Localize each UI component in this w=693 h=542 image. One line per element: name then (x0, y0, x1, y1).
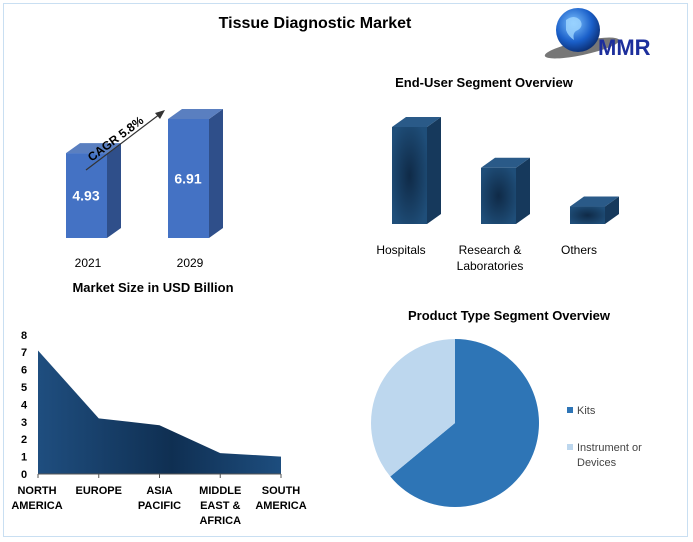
y-tick-label: 6 (21, 365, 27, 377)
mmr-logo: MMR (544, 8, 651, 60)
year-label: 2021 (75, 256, 102, 270)
legend-label: Kits (577, 405, 596, 417)
legend-label: Devices (577, 457, 617, 469)
end-user-bar (570, 206, 605, 224)
market-bar-side (209, 109, 223, 238)
region-area (38, 350, 281, 474)
bar-value-label: 4.93 (72, 188, 99, 204)
end-user-label: Research & (459, 243, 522, 257)
market-bar-top (168, 109, 223, 119)
y-tick-label: 8 (21, 330, 27, 342)
y-tick-label: 2 (21, 434, 27, 446)
pie-slice-kits (390, 339, 539, 507)
end-user-bar (481, 167, 516, 224)
y-tick-label: 0 (21, 469, 27, 481)
end-user-bar-top (570, 196, 619, 207)
frame-border (3, 3, 688, 537)
pie-slice-instruments (370, 339, 455, 477)
y-tick-label: 1 (21, 452, 27, 464)
arrow-head (155, 110, 165, 119)
legend-swatch (567, 407, 573, 413)
end-user-bar-top (481, 157, 530, 168)
year-label: 2029 (177, 256, 204, 270)
legend-swatch (567, 444, 573, 450)
region-label: NORTH (17, 485, 56, 497)
end-user-bar-side (605, 196, 619, 224)
market-bar-side (107, 143, 121, 238)
region-label: ASIA (146, 485, 172, 497)
region-label: PACIFIC (138, 500, 181, 512)
region-label: EAST & (200, 500, 240, 512)
end-user-bar-top (392, 117, 441, 127)
region-label: EUROPE (76, 485, 122, 497)
region-label: MIDDLE (199, 485, 241, 497)
y-tick-label: 7 (21, 347, 27, 359)
end-user-label: Laboratories (457, 259, 524, 273)
market-bar (66, 153, 107, 238)
page-title: Tissue Diagnostic Market (219, 15, 412, 32)
y-tick-label: 5 (21, 382, 27, 394)
end-user-label: Hospitals (376, 243, 425, 257)
end-user-bar (392, 127, 427, 224)
market-bar-top (66, 143, 121, 154)
end-user-bar-side (427, 117, 441, 224)
market-size-title: Market Size in USD Billion (72, 280, 233, 295)
end-user-bar-side (516, 157, 530, 224)
product-type-title: Product Type Segment Overview (408, 308, 611, 323)
region-label: SOUTH (262, 485, 301, 497)
region-label: AFRICA (199, 515, 241, 527)
end-user-label: Others (561, 243, 597, 257)
svg-text:MMR: MMR (598, 35, 651, 60)
cagr-arrow (85, 113, 161, 171)
legend-label: Instrument or (577, 442, 642, 454)
bar-value-label: 6.91 (174, 171, 201, 187)
y-tick-label: 4 (21, 399, 28, 411)
y-tick-label: 3 (21, 417, 27, 429)
market-bar (168, 119, 209, 238)
region-label: AMERICA (255, 500, 306, 512)
end-user-title: End-User Segment Overview (395, 75, 574, 90)
region-label: AMERICA (11, 500, 62, 512)
